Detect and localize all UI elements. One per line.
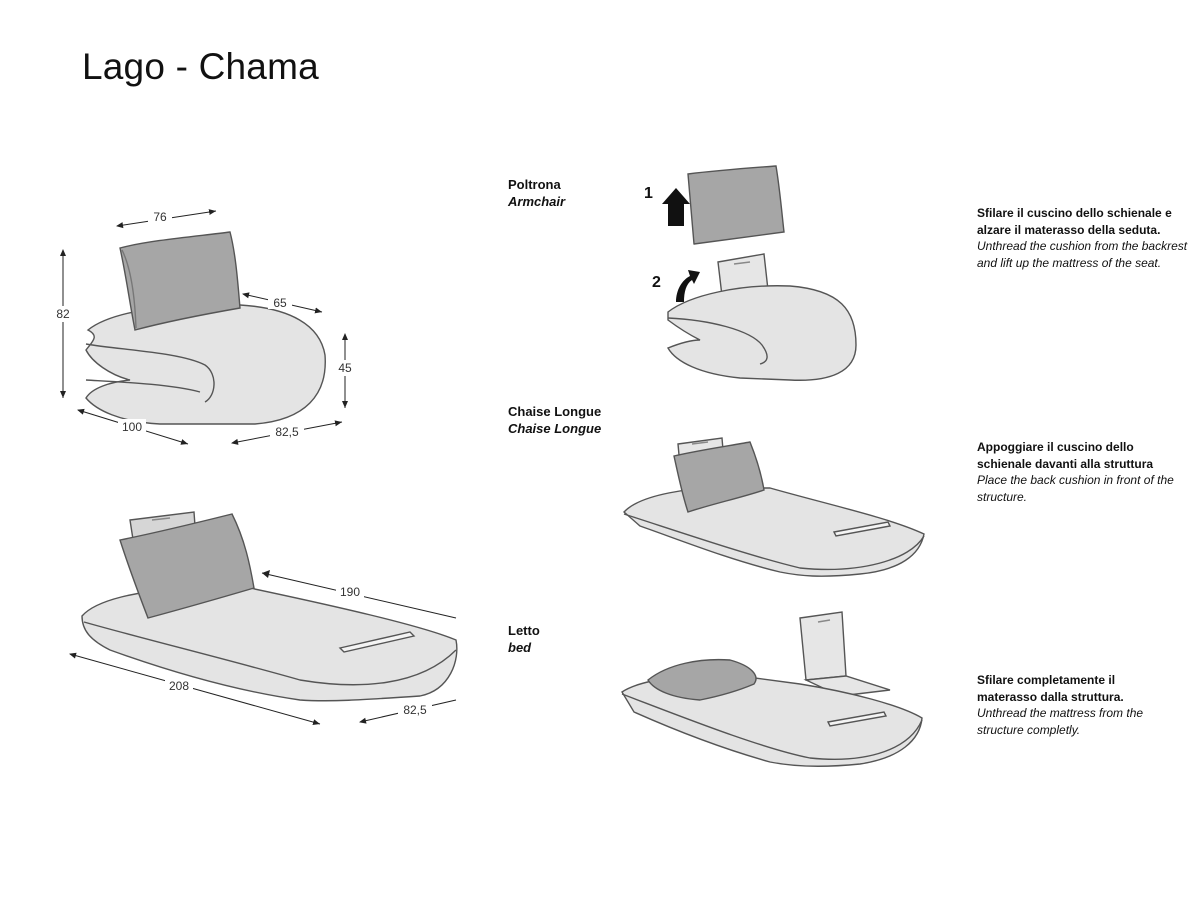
dim-chaise-length: 208 xyxy=(169,679,189,693)
dim-chaise-depth: 82,5 xyxy=(403,703,427,717)
instruction-1-it: Sfilare il cuscino dello schienale e alz… xyxy=(977,206,1172,237)
step-2-number: 2 xyxy=(652,274,661,291)
section-chaise-label: Chaise Longue Chaise Longue xyxy=(508,403,601,437)
instruction-3: Sfilare completamente il materasso dalla… xyxy=(977,672,1177,738)
dim-armchair-depth: 82,5 xyxy=(275,425,299,439)
instruction-3-en: Unthread the mattress from the structure… xyxy=(977,706,1144,737)
section-chaise-it: Chaise Longue xyxy=(508,404,602,419)
section-armchair-label: Poltrona Armchair xyxy=(508,176,565,210)
dim-armchair-height: 82 xyxy=(56,307,70,321)
step-1-number: 1 xyxy=(644,185,653,202)
dim-armchair-back-depth: 65 xyxy=(273,296,287,310)
dim-armchair-width: 76 xyxy=(153,210,167,224)
section-chaise-en: Chaise Longue xyxy=(508,421,602,436)
section-bed-label: Letto bed xyxy=(508,622,540,656)
instruction-1: Sfilare il cuscino dello schienale e alz… xyxy=(977,205,1192,271)
armchair-conversion-drawing xyxy=(666,165,857,381)
section-armchair-it: Poltrona xyxy=(508,177,561,192)
instruction-2-it: Appoggiare il cuscino dello schienale da… xyxy=(977,440,1154,471)
dim-armchair-length: 100 xyxy=(122,420,142,434)
instruction-1-en: Unthread the cushion from the backrest a… xyxy=(977,239,1188,270)
dim-armchair-seat-height: 45 xyxy=(338,361,352,375)
chaise-conversion-drawing xyxy=(622,437,925,577)
section-bed-it: Letto xyxy=(508,623,540,638)
armchair-drawing xyxy=(85,231,326,425)
instruction-2-en: Place the back cushion in front of the s… xyxy=(977,473,1174,504)
bed-conversion-drawing xyxy=(621,611,923,767)
page-title: Lago - Chama xyxy=(82,46,319,87)
instruction-2: Appoggiare il cuscino dello schienale da… xyxy=(977,439,1177,505)
section-bed-en: bed xyxy=(508,640,532,655)
instruction-3-it: Sfilare completamente il materasso dalla… xyxy=(977,673,1124,704)
section-armchair-en: Armchair xyxy=(508,194,566,209)
dim-chaise-inner-length: 190 xyxy=(340,585,360,599)
step-arrows xyxy=(662,188,700,302)
chaise-drawing xyxy=(81,511,458,702)
